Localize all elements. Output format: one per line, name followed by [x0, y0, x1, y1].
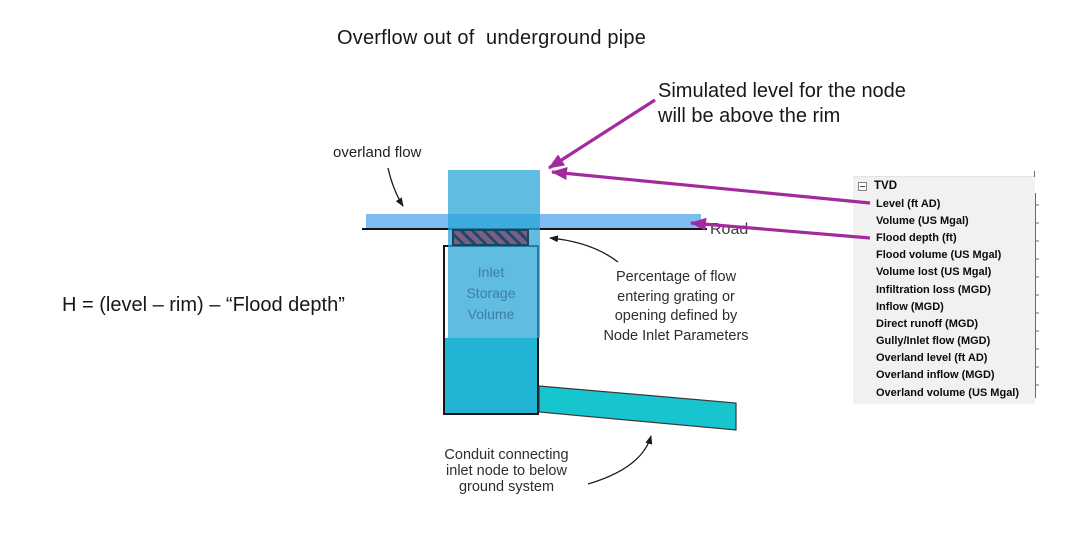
- tvd-item[interactable]: Overland level (ft AD): [853, 350, 1035, 367]
- tvd-item[interactable]: Overland inflow (MGD): [853, 367, 1035, 384]
- inlet-storage-water-fill: [445, 338, 537, 413]
- tvd-item[interactable]: Flood depth (ft): [853, 229, 1035, 246]
- tvd-item-label: Direct runoff (MGD): [876, 317, 979, 330]
- overflow-water-column: [448, 170, 540, 338]
- tvd-item[interactable]: Infiltration loss (MGD): [853, 281, 1035, 298]
- conduit-note-arrow: [587, 435, 653, 485]
- tvd-item-label: Volume lost (US Mgal): [876, 266, 992, 279]
- tvd-item-list: Level (ft AD) Volume (US Mgal) Flood dep…: [853, 195, 1035, 401]
- tvd-item[interactable]: Volume lost (US Mgal): [853, 264, 1035, 281]
- grating-note-arrow: [549, 235, 619, 263]
- tvd-item-label: Flood volume (US Mgal): [876, 249, 1002, 262]
- level-item-arrow: [551, 166, 871, 205]
- tvd-item-label: Overland volume (US Mgal): [876, 386, 1020, 399]
- tvd-item-label: Inflow (MGD): [876, 300, 944, 313]
- tvd-item-label: Flood depth (ft): [876, 231, 957, 244]
- grating-percentage-note: Percentage of flow entering grating or o…: [603, 269, 749, 344]
- overland-flow-label: overland flow: [333, 144, 422, 161]
- simulated-level-note: Simulated level for the node will be abo…: [658, 80, 906, 127]
- tvd-item-label: Overland inflow (MGD): [876, 369, 995, 382]
- tvd-item-label: Overland level (ft AD): [876, 352, 988, 365]
- conduit-pipe: [538, 385, 737, 431]
- flood-depth-formula: H = (level – rim) – “Flood depth”: [62, 294, 345, 316]
- tvd-item[interactable]: Inflow (MGD): [853, 298, 1035, 315]
- tvd-item[interactable]: Volume (US Mgal): [853, 212, 1035, 229]
- tvd-results-panel: TVD Level (ft AD) Volume (US Mgal) Flood…: [853, 176, 1035, 404]
- minus-box-icon[interactable]: [858, 181, 867, 191]
- tvd-item-label: Gully/Inlet flow (MGD): [876, 335, 991, 348]
- inlet-grating-hatch: [452, 229, 529, 246]
- tvd-item-label: Volume (US Mgal): [876, 214, 969, 227]
- overland-flow-arrow: [387, 167, 404, 207]
- graph-axis-edge: [1034, 171, 1039, 398]
- page-title: Overflow out of underground pipe: [337, 27, 647, 49]
- tvd-item[interactable]: Direct runoff (MGD): [853, 315, 1035, 332]
- conduit-note: Conduit connecting inlet node to below g…: [444, 447, 569, 495]
- tvd-item[interactable]: Overland volume (US Mgal): [853, 384, 1035, 401]
- tvd-item-label: Level (ft AD): [876, 197, 941, 210]
- tvd-tree-header[interactable]: TVD: [853, 177, 1035, 195]
- tvd-item[interactable]: Level (ft AD): [853, 195, 1035, 212]
- tvd-item[interactable]: Flood volume (US Mgal): [853, 247, 1035, 264]
- simulated-level-arrow: [548, 98, 656, 170]
- road-label: Road: [710, 221, 749, 238]
- tvd-item-label: Infiltration loss (MGD): [876, 283, 991, 296]
- tvd-tree-label: TVD: [874, 180, 897, 192]
- inlet-storage-label: Inlet Storage Volume: [466, 264, 516, 322]
- tvd-item[interactable]: Gully/Inlet flow (MGD): [853, 333, 1035, 350]
